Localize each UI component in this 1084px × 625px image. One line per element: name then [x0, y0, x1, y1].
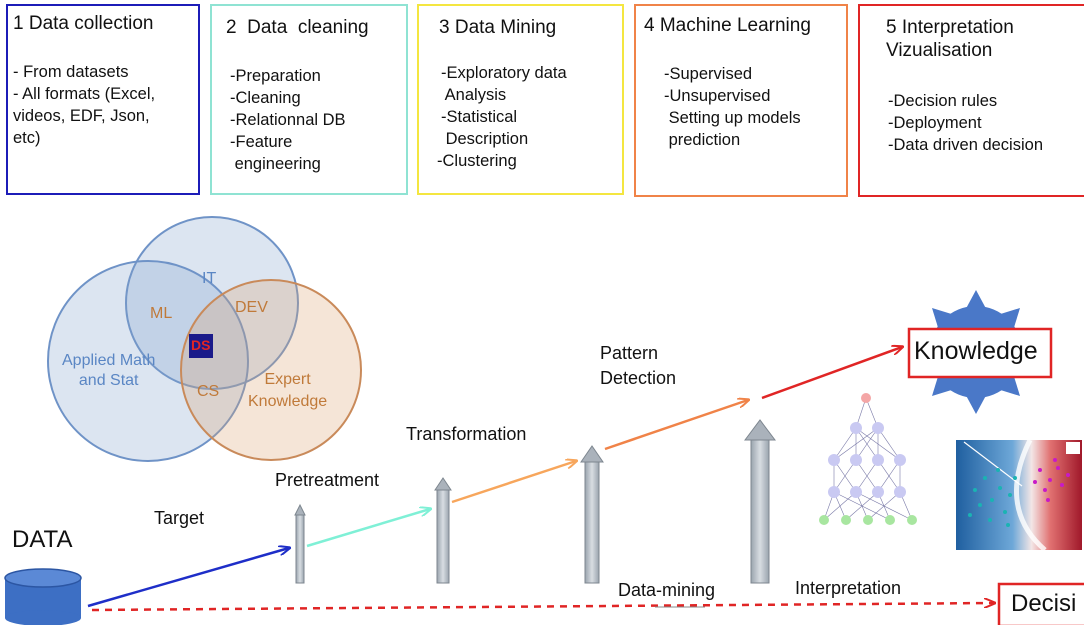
venn-label-ds: DS: [191, 337, 211, 353]
pillar-icon: [294, 503, 306, 584]
arrow-transformation: [451, 461, 576, 504]
pattern-detection-label: Pattern Detection: [600, 343, 677, 388]
step-item: videos, EDF, Json,: [13, 107, 150, 125]
step-item: etc): [13, 129, 41, 147]
step-box-data-mining: 3 Data Mining -Exploratory data Analysis…: [417, 4, 624, 195]
step-item: -Statistical: [441, 108, 518, 126]
venn-label-it: IT: [202, 270, 217, 287]
step-item: -Relationnal DB: [230, 111, 346, 129]
step-title: 1 Data collection: [13, 13, 154, 34]
ds-badge: [189, 334, 213, 358]
arrow-target: [87, 548, 289, 608]
step-item: Analysis: [441, 86, 507, 104]
venn-label-applied-math: Applied Math and Stat: [62, 352, 156, 389]
pillar-icon: [744, 419, 776, 584]
step-item: -Feature: [230, 133, 293, 151]
step-title: 2 Data cleaning: [226, 17, 369, 38]
step-item: Setting up models: [664, 109, 801, 127]
step-item: Description: [441, 130, 529, 148]
step-box-data-collection: 1 Data collection - From datasets - All …: [6, 4, 200, 195]
step-box-data-cleaning: 2 Data cleaning -Preparation -Cleaning -…: [210, 4, 408, 195]
data-label: DATA: [12, 526, 73, 553]
step-item: -Preparation: [230, 67, 321, 85]
step-item: - All formats (Excel,: [13, 85, 156, 103]
step-box-machine-learning: 4 Machine Learning -Supervised -Unsuperv…: [634, 4, 848, 197]
data-mining-label: Data-mining: [618, 580, 716, 600]
step-title: 5 Interpretation Vizualisation: [886, 17, 1014, 61]
step-item: prediction: [664, 131, 741, 149]
step-item: - From datasets: [13, 63, 129, 81]
step-box-interpretation: 5 Interpretation Vizualisation -Decision…: [858, 4, 1084, 197]
step-title: 3 Data Mining: [439, 17, 557, 38]
step-item: -Exploratory data: [441, 64, 567, 82]
knowledge-box: [907, 327, 1053, 379]
step-item: -Decision rules: [888, 92, 998, 110]
venn-label-cs: CS: [197, 383, 220, 400]
pretreatment-label: Pretreatment: [275, 470, 380, 490]
venn-circle-applied-math: [47, 260, 249, 462]
venn-diagram: [47, 216, 362, 462]
arrow-decision: [91, 603, 994, 612]
step-item: -Supervised: [664, 65, 753, 83]
knowledge-label: Knowledge: [914, 337, 1038, 365]
decision-label: Decisi: [1011, 590, 1077, 617]
venn-label-dev: DEV: [235, 299, 268, 316]
step-item: -Deployment: [888, 114, 982, 132]
interpretation-label: Interpretation: [795, 578, 902, 598]
transformation-label: Transformation: [406, 424, 527, 444]
decision-box: [997, 582, 1084, 625]
step-item: engineering: [230, 155, 321, 173]
target-label: Target: [154, 508, 205, 528]
classification-plot-icon: [956, 438, 1082, 552]
arrow-pattern: [604, 400, 748, 451]
venn-label-expert: Expert Knowledge: [248, 371, 328, 410]
step-item: -Cleaning: [230, 89, 301, 107]
pillar-icon: [580, 445, 604, 584]
arrow-pretreatment: [306, 509, 430, 548]
step-item: -Data driven decision: [888, 136, 1043, 154]
venn-label-ml: ML: [150, 305, 173, 322]
pillar-icon: [434, 477, 452, 584]
database-icon: [4, 568, 82, 625]
venn-circle-expert: [180, 279, 362, 461]
step-title: 4 Machine Learning: [644, 15, 811, 36]
step-item: -Clustering: [437, 152, 517, 170]
step-item: -Unsupervised: [664, 87, 771, 105]
neural-network-icon: [819, 393, 917, 525]
arrow-knowledge: [761, 347, 902, 400]
